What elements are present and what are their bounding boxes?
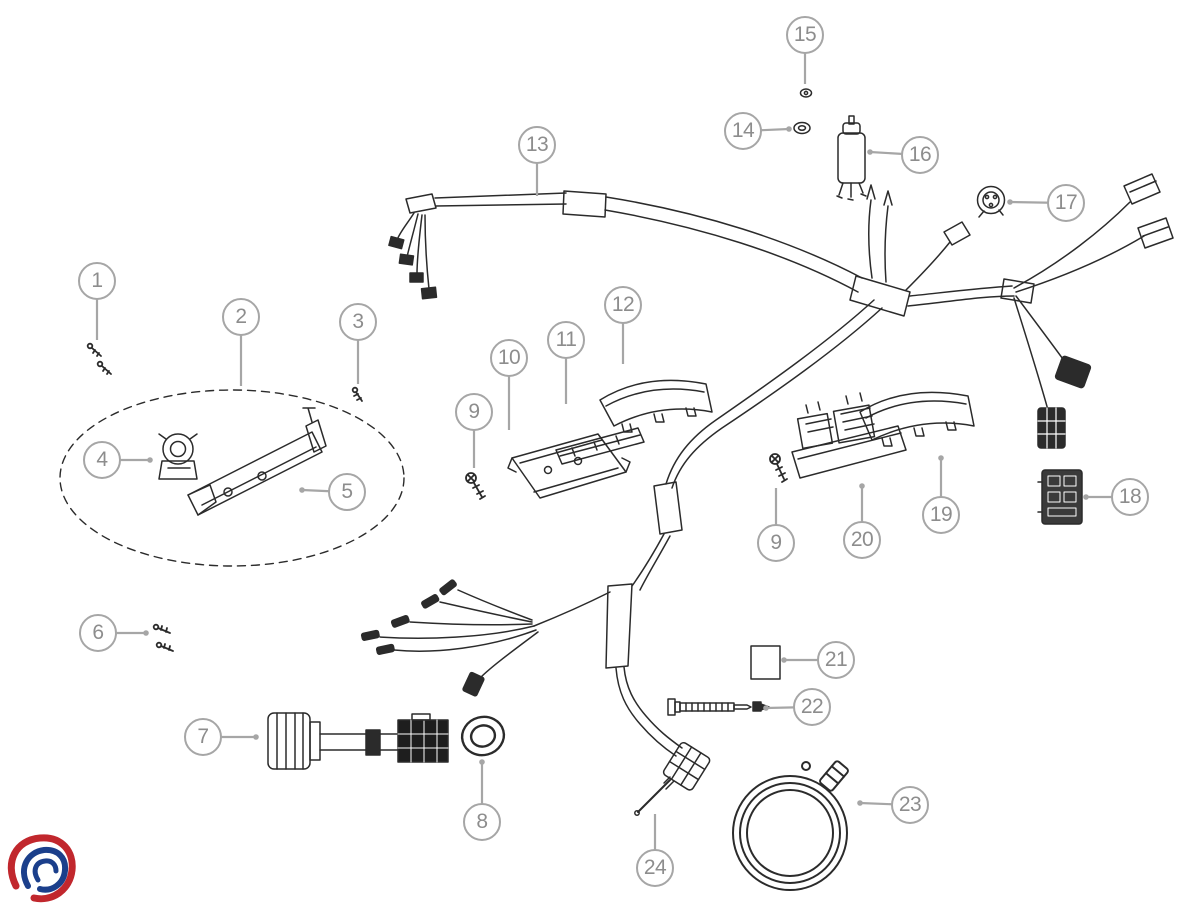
callout-1: 1 <box>78 262 116 300</box>
callout-12: 12 <box>604 286 642 324</box>
callout-13: 13 <box>518 126 556 164</box>
leader-dot-7 <box>253 734 259 740</box>
callout-17: 17 <box>1047 184 1085 222</box>
part-harness-13 <box>360 173 1174 791</box>
leader-dot-8 <box>479 759 485 765</box>
callout-7: 7 <box>184 718 222 756</box>
part-screws-6 <box>152 623 174 652</box>
callout-3: 3 <box>339 303 377 341</box>
callout-11: 11 <box>547 321 585 359</box>
part-screw-9-left <box>465 472 486 500</box>
callout-20: 20 <box>843 521 881 559</box>
brand-logo <box>7 834 76 903</box>
part-connector-7 <box>267 712 449 770</box>
callout-8: 8 <box>463 803 501 841</box>
callout-4: 4 <box>83 441 121 479</box>
part-pad-21 <box>750 645 781 680</box>
leader-dot-19 <box>938 455 944 461</box>
part-hose-23 <box>732 760 849 891</box>
callout-2: 2 <box>222 298 260 336</box>
callout-22: 22 <box>793 688 831 726</box>
part-washer-15 <box>799 88 813 98</box>
part-connector-18 <box>1037 469 1083 525</box>
callout-10: 10 <box>490 339 528 377</box>
leader-dot-4 <box>147 457 153 463</box>
leader-dot-17 <box>1007 199 1013 205</box>
part-screw-3 <box>351 386 363 402</box>
leader-dot-14 <box>786 126 792 132</box>
callout-18: 18 <box>1111 478 1149 516</box>
callout-9: 9 <box>455 393 493 431</box>
callout-5: 5 <box>328 473 366 511</box>
part-cover-19 <box>859 391 975 447</box>
leader-dot-21 <box>781 657 787 663</box>
leader-dot-22 <box>763 705 769 711</box>
callout-16: 16 <box>901 136 939 174</box>
callout-24: 24 <box>636 849 674 887</box>
callout-19: 19 <box>922 496 960 534</box>
part-group-ellipse-2 <box>59 389 405 567</box>
brand-swirl-icon <box>7 834 76 903</box>
leader-dot-6 <box>143 630 149 636</box>
leader-dot-16 <box>867 149 873 155</box>
part-relay-16 <box>836 115 867 201</box>
part-bracket-20 <box>791 392 907 479</box>
callout-6: 6 <box>79 614 117 652</box>
part-screw-9-right <box>769 453 788 483</box>
part-latch-assembly-5 <box>187 407 327 516</box>
part-sensor-4 <box>158 433 198 480</box>
part-grommet-8 <box>460 715 506 757</box>
callout-9-2: 9 <box>757 524 795 562</box>
callout-15: 15 <box>786 16 824 54</box>
part-socket-17 <box>976 185 1006 218</box>
callout-21: 21 <box>817 641 855 679</box>
callout-23: 23 <box>891 786 929 824</box>
leader-dot-18 <box>1083 494 1089 500</box>
part-screws-1 <box>86 342 112 375</box>
part-washer-14 <box>793 121 811 135</box>
leader-dot-20 <box>859 483 865 489</box>
leader-dot-23 <box>857 800 863 806</box>
leader-dot-5 <box>299 487 305 493</box>
part-rail-11 <box>555 427 645 465</box>
part-cover-12 <box>599 379 713 433</box>
callout-14: 14 <box>724 112 762 150</box>
